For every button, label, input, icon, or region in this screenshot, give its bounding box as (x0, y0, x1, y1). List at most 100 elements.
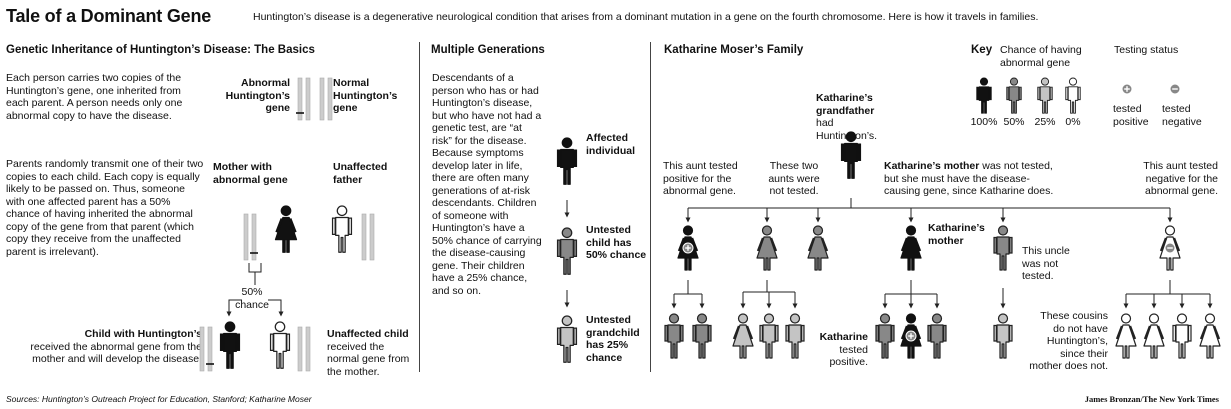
basics-para2: Parents randomly transmit one of their t… (6, 158, 204, 258)
tested-negative-badge-icon (1164, 242, 1176, 254)
key-chance-0: 0% (1065, 116, 1081, 128)
mother-chromosome-pair (243, 213, 258, 261)
abnormal-gene-chromosome (296, 77, 311, 121)
uncle-figure (993, 225, 1013, 271)
mother-figure (274, 205, 298, 253)
cousin-figure (1143, 313, 1165, 359)
chromosome (250, 213, 258, 261)
mother-note-bold: Katharine’s mother (884, 160, 980, 172)
child-unaffected-text: received the normal gene from the mother… (327, 340, 410, 378)
chromosome (327, 77, 333, 121)
katharine-figure (900, 313, 922, 359)
cousin-figure (692, 313, 712, 359)
normal-gene-chromosome (319, 77, 333, 121)
key-testing-title: Testing status (1114, 44, 1179, 56)
cousin-figure (1115, 313, 1137, 359)
aunt-negative-note: This aunt tested negative for the abnorm… (1143, 160, 1218, 197)
divider-right (650, 42, 651, 372)
aunt-positive-figure (677, 225, 699, 271)
key-title: Key (971, 44, 993, 56)
key-chance-25: 25% (1034, 116, 1056, 128)
father-figure (331, 205, 353, 253)
aunt-positive-note: This aunt tested positive for the abnorm… (663, 160, 738, 197)
grandfather-figure (840, 131, 862, 179)
cousin-figure (732, 313, 754, 359)
child-unaffected-note: Unaffected child received the normal gen… (327, 328, 417, 378)
divider-left (419, 42, 420, 372)
page-title: Tale of a Dominant Gene (6, 6, 212, 26)
arrow-to-child-hd (226, 299, 242, 317)
father-label: Unaffected father (333, 161, 388, 186)
chromosome (369, 213, 375, 261)
key-negative-badge (1169, 83, 1181, 95)
cousins-note: These cousins do not have Huntington’s, … (1029, 310, 1108, 372)
key-chance-title: Chance of having abnormal gene (1000, 44, 1082, 69)
katharine-rest: tested positive. (829, 343, 868, 369)
katharine-note: Katharine tested positive. (808, 331, 868, 369)
key-100-figure (976, 77, 992, 114)
credit-text: James Bronzan/The New York Times (1084, 394, 1219, 404)
tested-positive-badge-icon (905, 330, 917, 342)
chromosome (243, 213, 249, 261)
child-hd-chromosome-pair (199, 326, 214, 372)
cousin-figure (1172, 313, 1192, 359)
katharine-bold: Katharine (819, 331, 868, 343)
child-hd-note: Child with Huntington’s received the abn… (28, 328, 202, 366)
chance-label: 50% chance (235, 286, 269, 311)
two-aunts-note: These two aunts were not tested. (768, 160, 820, 197)
tested-positive-badge-icon (682, 242, 694, 254)
chromosome (319, 77, 325, 121)
key-0-figure (1065, 77, 1081, 114)
affected-individual-figure (556, 137, 578, 185)
cousin-figure (785, 313, 805, 359)
chromosome (297, 326, 303, 372)
mother-label: Mother with abnormal gene (213, 161, 288, 186)
cousin-figure (993, 313, 1013, 359)
mother-note-rest: was not tested, but she must have the di… (884, 160, 1054, 197)
child-unaffected-chromosome-pair (297, 326, 311, 372)
basics-para1: Each person carries two copies of the Hu… (6, 72, 183, 122)
katharine-mother-figure (900, 225, 922, 271)
generations-heading: Multiple Generations (431, 44, 545, 56)
katharine-mother-label: Katharine’s mother (928, 222, 985, 247)
key-chance-100: 100% (970, 116, 998, 128)
tested-positive-badge-icon (1121, 83, 1133, 95)
untested-child-label: Untested child has 50% chance (586, 224, 647, 261)
aunt-negative-figure (1159, 225, 1181, 271)
mother-gene-bracket (248, 263, 262, 273)
chromosome (296, 77, 304, 121)
uncle-note: This uncle was not tested. (1022, 245, 1070, 282)
child-unaffected-figure (269, 321, 291, 369)
sibling-figure (927, 313, 947, 359)
cousin-figure (759, 313, 779, 359)
grandfather-bold: Katharine’s grandfather (816, 92, 875, 117)
affected-label: Affected individual (586, 132, 636, 157)
key-tested-positive: tested positive (1113, 103, 1149, 128)
sources-text: Sources: Huntington’s Outreach Project f… (6, 394, 312, 404)
chromosome (199, 326, 205, 372)
aunt-untested-figure (807, 225, 829, 271)
untested-child-figure (556, 227, 578, 275)
chromosome (361, 213, 367, 261)
key-positive-badge (1121, 83, 1133, 95)
mother-note: Katharine’s mother was not tested, but s… (884, 160, 1064, 198)
key-tested-negative: tested negative (1162, 103, 1202, 128)
child-hd-text: received the abnormal gene from the moth… (30, 340, 202, 366)
key-25-figure (1037, 77, 1053, 114)
father-chromosome-pair (361, 213, 375, 261)
child-hd-figure (219, 321, 241, 369)
tested-negative-badge-icon (1169, 83, 1181, 95)
generations-text: Descendants of a person who has or had H… (432, 72, 542, 297)
arrow-to-child-unaffected (268, 299, 284, 317)
normal-gene-label: Normal Huntington’s gene (333, 77, 398, 114)
family-heading: Katharine Moser’s Family (664, 44, 804, 56)
abnormal-gene-label: Abnormal Huntington’s gene (225, 77, 290, 114)
cousin-figure (664, 313, 684, 359)
basics-heading: Genetic Inheritance of Huntington’s Dise… (6, 44, 315, 56)
sibling-figure (875, 313, 895, 359)
chromosome (305, 77, 311, 121)
cousin-figure (1199, 313, 1221, 359)
key-50-figure (1006, 77, 1022, 114)
untested-grandchild-figure (556, 315, 578, 363)
